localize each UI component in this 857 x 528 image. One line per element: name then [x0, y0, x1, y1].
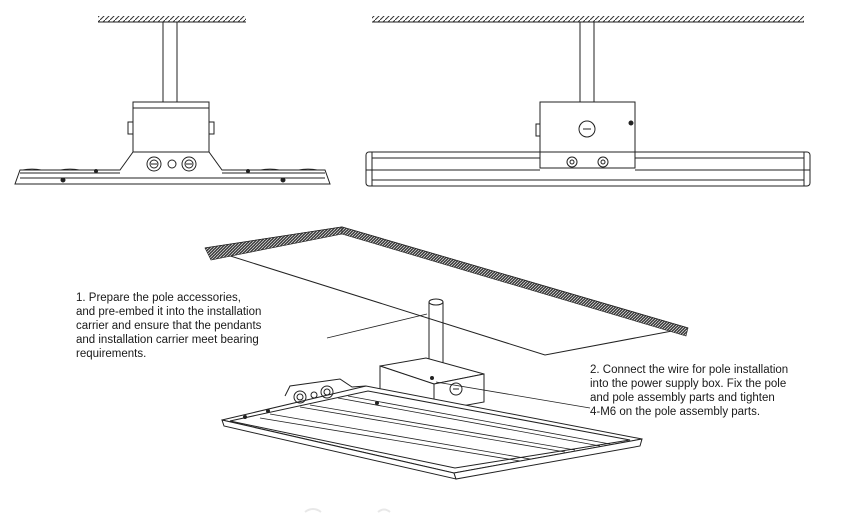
pole-perspective: [428, 298, 444, 363]
leader-lines: [326, 313, 591, 409]
ceiling-hatch-right: [372, 16, 804, 23]
junction-box-right: [535, 101, 636, 169]
pole-left: [162, 21, 178, 103]
watermark-marks: [304, 508, 391, 513]
pole-right: [579, 21, 595, 103]
step-1-note: 1. Prepare the pole accessories, and pre…: [76, 292, 262, 360]
ceiling-slab: [204, 226, 689, 356]
fixture-panel-perspective: [221, 378, 643, 480]
fixture-housing-right: [365, 151, 811, 187]
perspective-view: [204, 226, 689, 480]
fixture-housing-left: [14, 151, 331, 185]
side-view-left: [14, 16, 331, 185]
ceiling-hatch-left: [98, 16, 246, 23]
step-2-note: 2. Connect the wire for pole installatio…: [590, 364, 789, 418]
cable-gland-icon: [146, 156, 197, 172]
junction-box-left: [127, 101, 215, 153]
front-view-right: [365, 16, 811, 187]
